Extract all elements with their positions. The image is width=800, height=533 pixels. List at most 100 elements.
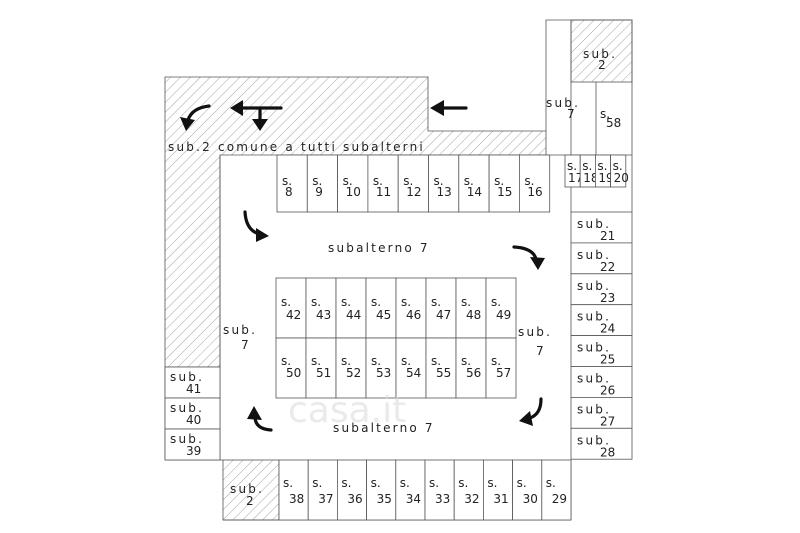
parking-stall-16: s.16 [519,154,551,213]
stall-number: 35 [377,492,392,506]
stall-number: 55 [436,366,451,380]
stall-prefix: s. [371,354,381,368]
unit-outline [570,427,633,460]
unit-prefix: sub. [577,402,611,416]
sub2-bottom-label-1: sub. [230,482,264,496]
stall-number: 48 [466,308,481,322]
parking-stall-15: s.15 [488,154,520,213]
arrow-split-icon [230,100,283,131]
stall-number: 45 [376,308,391,322]
parking-stall-50: s.50 [275,337,307,399]
parking-unit-23: sub.23 [570,273,633,306]
stall-number: 17 [568,171,583,185]
stall-outline [512,459,543,521]
unit-number: 41 [186,382,201,396]
stall-number: 33 [435,492,450,506]
stall-number: 52 [346,366,361,380]
stall-number: 44 [346,308,361,322]
stall-outline [397,154,429,213]
parking-stall-19: s.19 [595,154,614,188]
stall-prefix: s. [311,354,321,368]
stall-outline [485,277,517,339]
stall-prefix: s. [373,174,383,188]
sub7-top-label-1: sub. [546,96,580,110]
stall-number: 10 [346,185,361,199]
stall-row-bottom: s.38s.37s.36s.35s.34s.33s.32s.31s.30s.29 [278,459,572,521]
stall-outline [337,154,369,213]
parking-unit-24: sub.24 [570,304,633,337]
stall-prefix: s. [371,476,381,490]
stall-prefix: s. [281,295,291,309]
stall-number: 51 [316,366,331,380]
stall-prefix: s. [282,174,292,188]
stall-prefix: s. [458,476,468,490]
parking-unit-27: sub.27 [570,396,633,429]
stall-number: 16 [527,185,542,199]
stall-number: 47 [436,308,451,322]
parking-unit-28: sub.28 [570,427,633,460]
stall-number: 49 [496,308,511,322]
unit-number: 40 [186,413,201,427]
parking-stall-38: s. 38 [278,459,309,521]
stall-prefix: s. [487,476,497,490]
parking-stall-29: s.29 [541,459,572,521]
unit-number: 22 [600,260,615,274]
stall-prefix: s. [429,476,439,490]
stall-number: 43 [316,308,331,322]
unit-prefix: sub. [577,217,611,231]
stall-outline [425,277,457,339]
unit-outline [164,366,221,399]
stall-prefix: s. [311,295,321,309]
stall-prefix: s. [461,295,471,309]
stall-number: 57 [496,366,511,380]
parking-stall-45: s.45 [365,277,397,339]
sub7-left-label-2: 7 [241,338,249,352]
unit-number: 21 [600,229,615,243]
highlighted-unit [570,211,633,244]
unit-number: 27 [600,414,615,428]
parking-stall-34: s.34 [395,459,426,521]
parking-stall-9: s.9 [306,154,338,213]
parking-stall-11: s.11 [367,154,399,213]
stall-prefix: s. [312,174,322,188]
stall-number: 29 [552,492,567,506]
stall-number: 42 [286,308,301,322]
stall-outline [275,277,307,339]
unit-prefix: sub. [577,279,611,293]
stall-prefix: s. [491,295,501,309]
stall-outline [305,277,337,339]
stall-prefix: s. [517,476,527,490]
parking-stall-35: s. 35 [366,459,397,521]
arrow-curve-icon [512,245,545,270]
parking-unit-40: sub.40 [164,397,221,430]
stall-outline [453,459,484,521]
stall-number: 53 [376,366,391,380]
unit-outline [570,335,633,367]
stall-row-top: s.8s.9s.10s.11s.12s.13s.14s.15s.16 [276,154,551,213]
stall-number: 14 [467,185,482,199]
stall-outline [305,337,337,399]
parking-stall-8: s.8 [276,154,308,213]
parking-stall-51: s.51 [305,337,337,399]
stall-outline [485,337,517,399]
stall-outline [519,154,551,213]
stall-prefix: s. [283,476,293,490]
watermark-logo: casa.it [288,390,406,431]
stall-outline [458,154,490,213]
parking-stall-30: s.30 [512,459,543,521]
arrow-curve-icon [243,210,269,242]
parking-stall-13: s.13 [428,154,460,213]
unit-outline [570,242,633,275]
stall-prefix: s. [401,354,411,368]
stall-number: 31 [493,492,508,506]
parking-stall-52: s.52 [335,337,367,399]
stall-number: 11 [376,185,391,199]
stall-number: 54 [406,366,421,380]
parking-stall-31: s. 31 [482,459,513,521]
stall-prefix: s. [312,476,322,490]
stall-prefix: s. [401,295,411,309]
parking-unit-22: sub.22 [570,242,633,275]
stall-number: 38 [289,492,304,506]
unit-number: 39 [186,444,201,458]
stall-number: 32 [464,492,479,506]
